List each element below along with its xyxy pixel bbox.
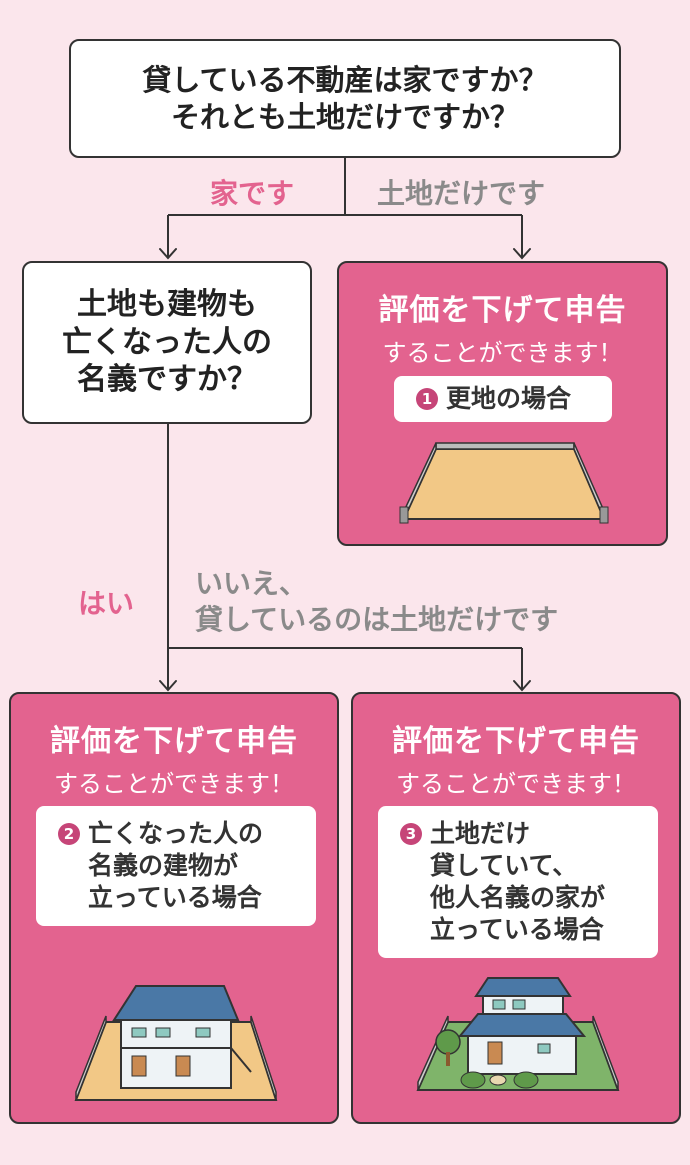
case-1-card: 1 更地の場合 [394, 376, 612, 422]
branch-1-no-label: 土地だけです [377, 177, 546, 210]
case-1-line-1: 更地の場合 [446, 384, 572, 413]
question-2-line-3: 名義ですか？ [77, 362, 257, 398]
branch-2-yes-label: はい [78, 587, 135, 620]
empty-lot-icon [399, 442, 609, 524]
result-box-deceased-building: 評価を下げて申告 することができます！ 2 亡くなった人の 名義の建物が 立って… [9, 692, 339, 1124]
case-3-line-4: 立っている場合 [430, 915, 604, 944]
result-subtitle: することができます！ [54, 770, 294, 798]
case-3-line-3: 他人名義の家が [430, 883, 606, 912]
case-3-card: 3 土地だけ 貸していて、 他人名義の家が 立っている場合 [378, 806, 658, 958]
result-subtitle: することができます！ [396, 770, 636, 798]
result-title: 評価を下げて申告 [392, 724, 640, 759]
question-2-box: 土地も建物も 亡くなった人の 名義ですか？ [22, 261, 312, 424]
apartment-on-lot-icon [74, 985, 278, 1101]
house-on-lot-icon [416, 977, 620, 1091]
case-2-line-1: 亡くなった人の [88, 819, 264, 848]
branch-2-no-line-2: 貸しているのは土地だけです [195, 603, 559, 637]
case-2-line-3: 立っている場合 [88, 883, 262, 912]
question-2-line-1: 土地も建物も [77, 287, 257, 323]
result-box-others-house: 評価を下げて申告 することができます！ 3 土地だけ 貸していて、 他人名義の家… [351, 692, 681, 1124]
case-3-line-1: 土地だけ [430, 819, 531, 848]
result-title: 評価を下げて申告 [50, 724, 298, 759]
case-3-number-badge: 3 [400, 823, 422, 845]
case-3-line-2: 貸していて、 [430, 851, 578, 880]
case-2-line-2: 名義の建物が [88, 851, 239, 880]
branch-2-no-label: いいえ、 貸しているのは土地だけです [195, 566, 558, 639]
question-1-box: 貸している不動産は家ですか？ それとも土地だけですか？ [69, 39, 621, 158]
case-1-number-badge: 1 [416, 388, 438, 410]
result-title: 評価を下げて申告 [378, 293, 627, 328]
question-2-line-2: 亡くなった人の [62, 324, 272, 360]
case-2-card: 2 亡くなった人の 名義の建物が 立っている場合 [36, 806, 316, 926]
case-2-number-badge: 2 [58, 823, 80, 845]
result-box-empty-lot: 評価を下げて申告 することができます！ 1 更地の場合 [337, 261, 668, 546]
branch-2-no-line-1: いいえ、 [195, 567, 308, 600]
branch-1-yes-label: 家です [210, 177, 295, 210]
result-subtitle: することができます！ [382, 339, 623, 367]
question-1-line-1: 貸している不動産は家ですか？ [142, 63, 548, 98]
question-1-line-2: それとも土地だけですか？ [170, 99, 519, 134]
